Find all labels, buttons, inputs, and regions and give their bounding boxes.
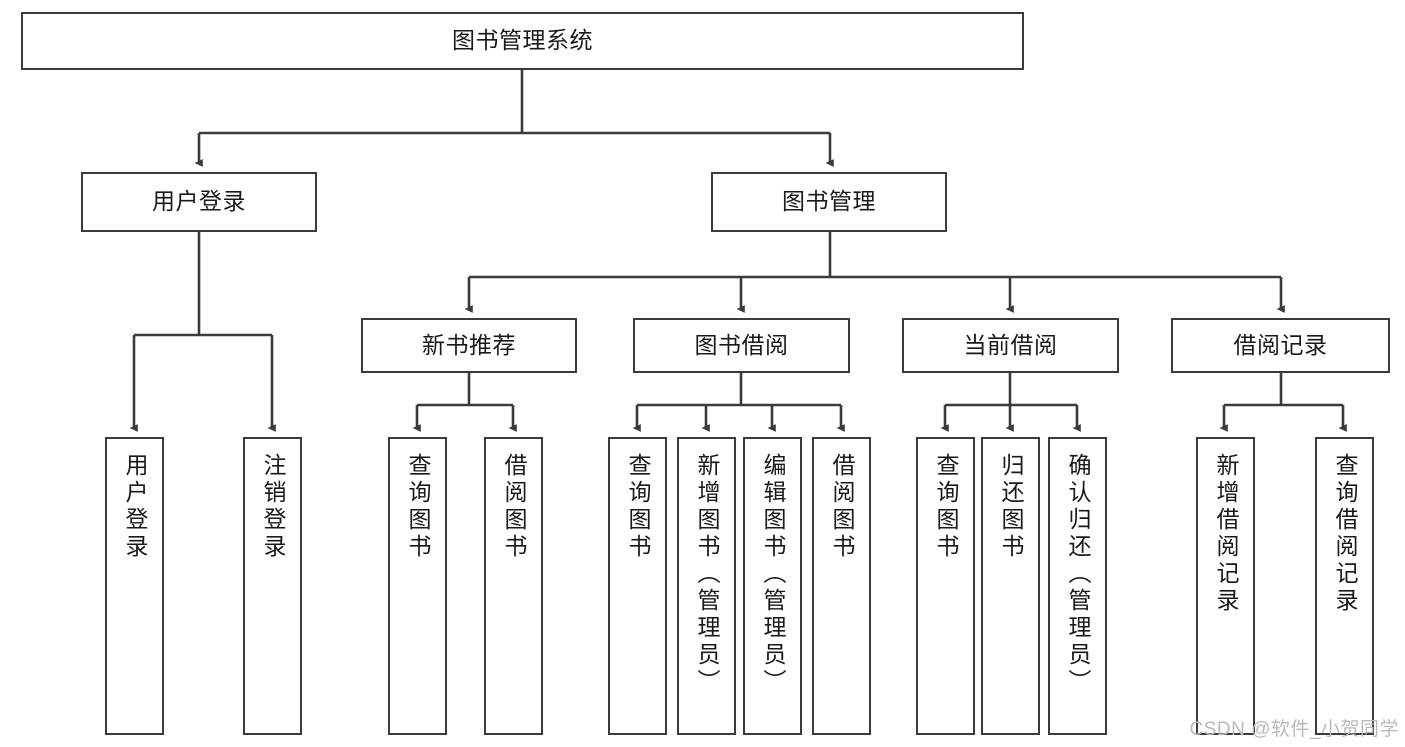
node-label: 当前借阅 bbox=[963, 331, 1058, 358]
leaf-current-confirm-return[interactable]: 确认归还（管理员） bbox=[1048, 437, 1107, 735]
node-borrow-record[interactable]: 借阅记录 bbox=[1171, 318, 1390, 373]
node-user-login[interactable]: 用户登录 bbox=[81, 172, 317, 232]
leaf-recommend-borrow-book[interactable]: 借阅图书 bbox=[484, 437, 543, 735]
node-label: 图书借阅 bbox=[694, 331, 789, 358]
node-label: 查询图书 bbox=[933, 453, 959, 561]
node-current-borrow[interactable]: 当前借阅 bbox=[902, 318, 1119, 373]
leaf-borrow-borrow-book[interactable]: 借阅图书 bbox=[812, 437, 871, 735]
node-label: 借阅图书 bbox=[501, 453, 527, 561]
node-label: 确认归还（管理员） bbox=[1065, 453, 1091, 696]
leaf-recommend-query-book[interactable]: 查询图书 bbox=[388, 437, 447, 735]
leaf-current-query-book[interactable]: 查询图书 bbox=[916, 437, 975, 735]
node-label: 图书管理 bbox=[782, 188, 876, 215]
leaf-borrow-query-book[interactable]: 查询图书 bbox=[608, 437, 667, 735]
node-label: 编辑图书（管理员） bbox=[760, 453, 786, 696]
node-book-management[interactable]: 图书管理 bbox=[711, 172, 947, 232]
node-label: 用户登录 bbox=[122, 453, 148, 561]
node-label: 注销登录 bbox=[260, 453, 286, 561]
node-label: 查询图书 bbox=[625, 453, 651, 561]
node-book-borrow[interactable]: 图书借阅 bbox=[633, 318, 850, 373]
leaf-current-return-book[interactable]: 归还图书 bbox=[981, 437, 1040, 735]
node-root-system[interactable]: 图书管理系统 bbox=[21, 12, 1024, 70]
leaf-user-login-logout[interactable]: 注销登录 bbox=[243, 437, 302, 735]
node-label: 归还图书 bbox=[998, 453, 1024, 561]
node-label: 查询借阅记录 bbox=[1332, 453, 1358, 615]
node-label: 用户登录 bbox=[152, 188, 246, 215]
node-label: 新增借阅记录 bbox=[1213, 453, 1239, 615]
node-label: 新书推荐 bbox=[422, 331, 516, 358]
node-label: 借阅记录 bbox=[1233, 331, 1328, 358]
leaf-user-login-login[interactable]: 用户登录 bbox=[105, 437, 164, 735]
leaf-record-add-record[interactable]: 新增借阅记录 bbox=[1196, 437, 1255, 735]
leaf-borrow-edit-book[interactable]: 编辑图书（管理员） bbox=[743, 437, 802, 735]
node-label: 图书管理系统 bbox=[452, 27, 593, 54]
leaf-borrow-add-book[interactable]: 新增图书（管理员） bbox=[677, 437, 736, 735]
node-new-book-recommend[interactable]: 新书推荐 bbox=[361, 318, 577, 373]
leaf-record-query-record[interactable]: 查询借阅记录 bbox=[1315, 437, 1374, 735]
node-label: 借阅图书 bbox=[829, 453, 855, 561]
node-label: 查询图书 bbox=[405, 453, 431, 561]
node-label: 新增图书（管理员） bbox=[694, 453, 720, 696]
csdn-watermark: CSDN @软件_小贺同学 bbox=[1189, 719, 1399, 740]
